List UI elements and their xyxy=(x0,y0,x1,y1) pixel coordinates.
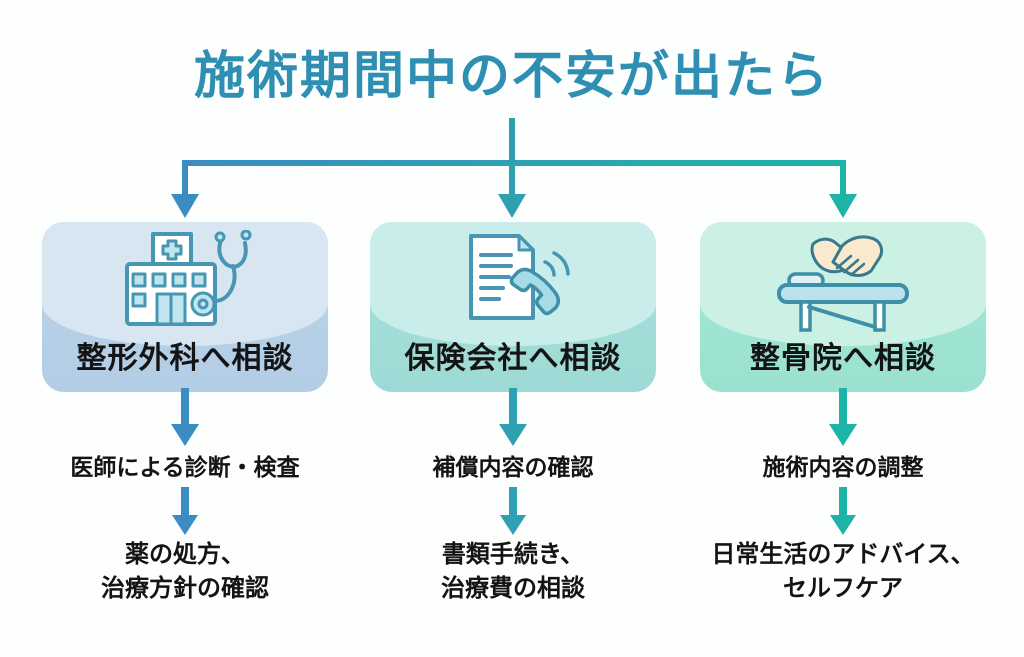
arrow-down-right-icon xyxy=(829,160,857,218)
step-text: 日常生活のアドバイス、 セルフケア xyxy=(711,541,975,602)
massage-table-icon xyxy=(700,230,986,334)
flow-connector xyxy=(171,118,857,218)
step-text: 医師による診断・検査 xyxy=(70,454,300,480)
hospital-stethoscope-icon xyxy=(42,230,328,330)
step-text: 補償内容の確認 xyxy=(432,454,594,480)
arrow-down-icon xyxy=(499,388,527,446)
arrow-down-icon xyxy=(830,487,856,535)
column-insurance-steps: 補償内容の確認 書類手続き、 治療費の相談 xyxy=(353,388,673,606)
arrow-down-icon xyxy=(500,487,526,535)
arrow-down-icon xyxy=(829,388,857,446)
card-label: 整形外科へ相談 xyxy=(76,342,294,375)
column-seikotsuin-steps: 施術内容の調整 日常生活のアドバイス、 セルフケア xyxy=(683,388,1003,606)
card-label: 整骨院へ相談 xyxy=(750,342,936,375)
arrow-down-icon xyxy=(171,388,199,446)
arrow-down-left-icon xyxy=(171,160,199,218)
card-label: 保険会社へ相談 xyxy=(404,342,622,375)
document-phone-icon xyxy=(370,230,656,330)
step-text: 施術内容の調整 xyxy=(762,454,924,480)
card-insurance-consult: 保険会社へ相談 xyxy=(370,222,656,392)
arrow-down-mid-icon xyxy=(498,160,526,218)
card-seikotsuin-consult: 整骨院へ相談 xyxy=(700,222,986,392)
arrow-down-icon xyxy=(172,487,198,535)
column-orthopedic-steps: 医師による診断・検査 薬の処方、 治療方針の確認 xyxy=(25,388,345,606)
stem-line xyxy=(509,118,515,163)
card-orthopedic-consult: 整形外科へ相談 xyxy=(42,222,328,392)
page-title: 施術期間中の不安が出たら xyxy=(193,47,830,104)
step-text: 薬の処方、 治療方針の確認 xyxy=(101,541,269,602)
step-text: 書類手続き、 治療費の相談 xyxy=(441,541,585,602)
